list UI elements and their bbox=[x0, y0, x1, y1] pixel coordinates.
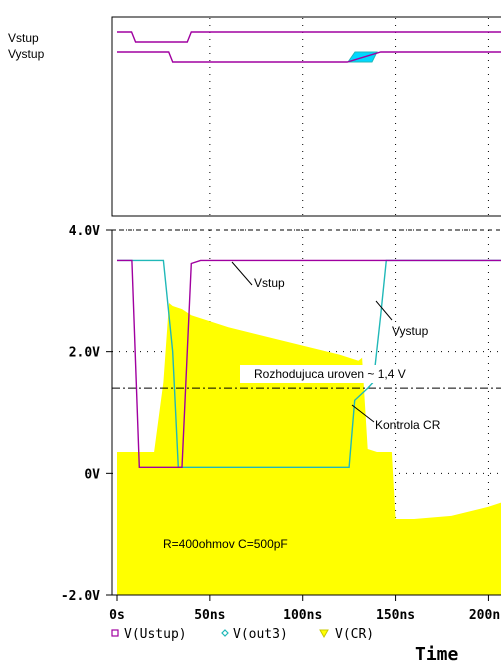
legend-marker-ustup bbox=[111, 629, 119, 637]
analog-panel: 4.0V 2.0V 0V -2.0V 0s 50ns 100ns 150ns 200ns bbox=[61, 224, 501, 623]
x-axis-title: Time bbox=[415, 644, 459, 665]
digital-panel-frame bbox=[111, 16, 501, 217]
analog-ticks: 4.0V 2.0V 0V -2.0V 0s 50ns 100ns 150ns 200ns bbox=[61, 224, 501, 623]
legend-label-cr: V(CR) bbox=[335, 627, 374, 642]
series-line-1 bbox=[117, 259, 501, 468]
annotation-vstup-leader bbox=[231, 261, 253, 286]
digital-traces bbox=[117, 31, 501, 63]
digital-trace-0 bbox=[117, 31, 501, 43]
annotation-vstup: Vstup bbox=[254, 276, 285, 290]
annotation-rc-values: R=400ohmov C=500pF bbox=[163, 537, 288, 551]
legend-marker-out3 bbox=[221, 629, 229, 637]
annotation-kontrola-leader bbox=[351, 404, 375, 423]
x-tick-label-0: 0s bbox=[109, 608, 125, 623]
digital-gridlines bbox=[209, 18, 489, 215]
y-tick-label-3: -2.0V bbox=[61, 589, 100, 604]
x-tick-label-1: 50ns bbox=[194, 608, 225, 623]
threshold-label-background bbox=[240, 365, 448, 383]
legend-marker-cr bbox=[319, 629, 329, 639]
series-cr-area bbox=[117, 303, 501, 595]
annotation-kontrola: Kontrola CR bbox=[375, 418, 441, 432]
annotations: Vstup Vystup Rozhodujuca uroven ~ 1,4 V … bbox=[163, 261, 448, 551]
x-tick-label-2: 100ns bbox=[283, 608, 322, 623]
legend-label-ustup: V(Ustup) bbox=[124, 627, 187, 642]
y-tick-label-0: 4.0V bbox=[69, 224, 100, 239]
legend-label-out3: V(out3) bbox=[233, 627, 288, 642]
y-tick-label-1: 2.0V bbox=[69, 346, 100, 361]
x-tick-label-3: 150ns bbox=[376, 608, 415, 623]
digital-label-vystup: Vystup bbox=[8, 47, 45, 61]
series-line-0 bbox=[117, 259, 501, 468]
legend: V(Ustup) V(out3) V(CR) Time bbox=[111, 627, 459, 665]
digital-panel: Vstup Vystup bbox=[8, 16, 501, 217]
analog-series bbox=[112, 259, 501, 595]
annotation-vystup: Vystup bbox=[392, 324, 429, 338]
digital-label-vstup: Vstup bbox=[8, 31, 39, 45]
y-tick-label-2: 0V bbox=[84, 467, 100, 482]
x-tick-label-4: 200ns bbox=[469, 608, 501, 623]
annotation-threshold: Rozhodujuca uroven ~ 1,4 V bbox=[254, 367, 406, 381]
annotation-vystup-leader bbox=[375, 300, 393, 321]
digital-trace-1 bbox=[117, 51, 501, 63]
